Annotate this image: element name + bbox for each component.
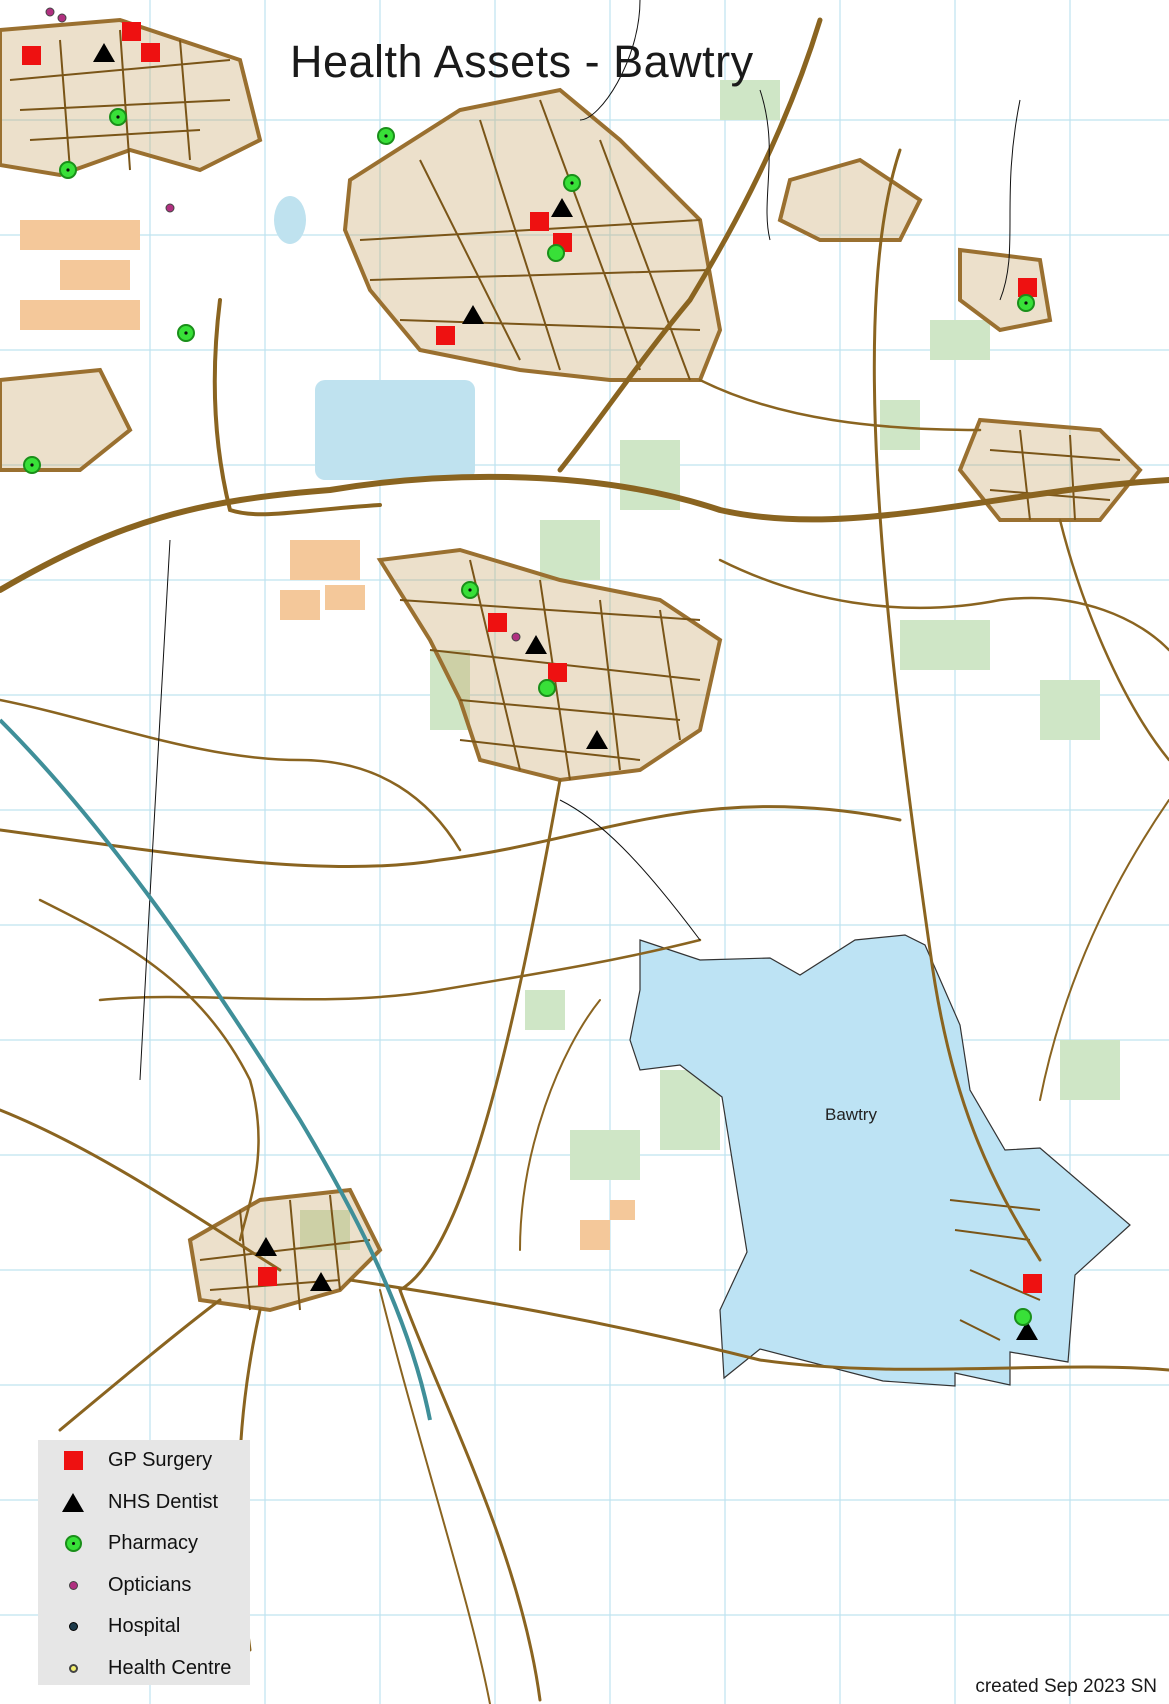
nhs-dentist-markers [93,43,1038,1340]
map-title: Health Assets - Bawtry [290,36,754,87]
legend-label: GP Surgery [108,1449,213,1472]
legend-item-opticians: Opticians [38,1565,250,1607]
health-asset-markers [22,7,1042,1340]
black-triangle-icon [62,1492,84,1512]
purple-dot-icon [68,1580,78,1590]
boundary-lines [139,0,1021,1081]
gp-surgery-markers [22,22,1042,1293]
bawtry-area[interactable] [629,934,1131,1387]
road-network [0,17,1169,1704]
red-square-icon [63,1451,83,1471]
legend-item-nhs-dentist: NHS Dentist [38,1482,250,1524]
legend-label: Hospital [108,1615,181,1638]
legend-label: Opticians [108,1573,192,1596]
legend-label: Pharmacy [108,1532,199,1555]
legend-item-hospital: Hospital [38,1606,250,1648]
yellow-dot-icon [68,1663,78,1673]
marker-icon-dots [30,115,1028,592]
canal [0,718,432,1421]
legend-item-health-centre: Health Centre [38,1648,250,1690]
bawtry-area-label: Bawtry [825,1105,877,1124]
map-credit: created Sep 2023 SN [975,1676,1157,1697]
legend-item-gp-surgery: GP Surgery [38,1440,250,1482]
legend-label: NHS Dentist [108,1490,219,1513]
opticians-markers [45,7,521,642]
map-legend: GP Surgery NHS Dentist Pharmacy Optician… [38,1440,250,1685]
pharmacy-markers [23,108,1035,1326]
green-circle-icon [64,1535,82,1553]
legend-label: Health Centre [108,1656,232,1679]
legend-item-pharmacy: Pharmacy [38,1523,250,1565]
dark-dot-icon [68,1622,78,1632]
